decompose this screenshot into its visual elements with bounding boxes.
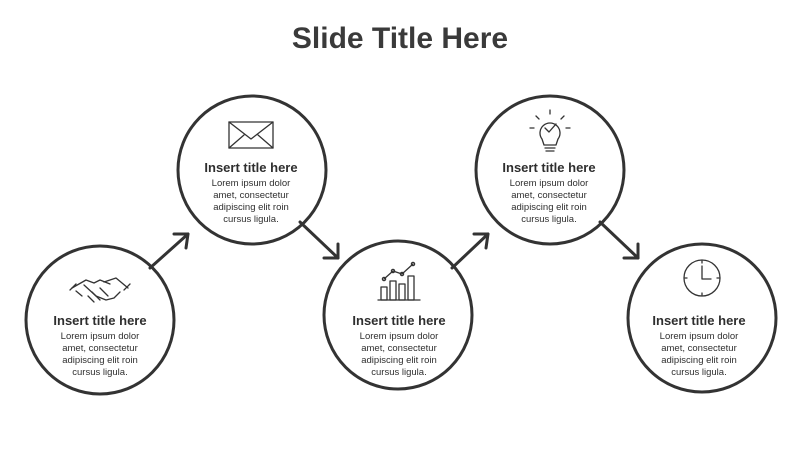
step-1-body-line: cursus ligula. (72, 367, 128, 378)
handshake-icon (69, 277, 131, 303)
step-4-body-line: cursus ligula. (521, 214, 577, 225)
step-3-ring (322, 239, 474, 391)
step-3-body-line: adipiscing elit roin (361, 355, 437, 366)
step-4-ring (474, 94, 626, 246)
slide-title: Slide Title Here (291, 22, 509, 55)
step-2-body: Lorem ipsum dolor amet, consectetur adip… (186, 178, 316, 226)
step-3-body-line: cursus ligula. (371, 367, 427, 378)
step-1: Insert title here Lorem ipsum dolor amet… (35, 313, 165, 379)
step-5: Insert title here Lorem ipsum dolor amet… (634, 313, 764, 379)
step-5-body-line: amet, consectetur (661, 343, 737, 354)
arrow-4-to-5 (598, 220, 640, 260)
step-1-title: Insert title here (53, 313, 147, 328)
lightbulb-icon (529, 109, 571, 152)
step-2: Insert title here Lorem ipsum dolor amet… (186, 160, 316, 226)
step-4-body-line: adipiscing elit roin (511, 202, 587, 213)
step-1-body-line: amet, consectetur (62, 343, 138, 354)
step-1-ring (24, 244, 176, 396)
step-2-body-line: cursus ligula. (223, 214, 279, 225)
step-2-ring (176, 94, 328, 246)
step-4-body: Lorem ipsum dolor amet, consectetur adip… (484, 178, 614, 226)
step-3-body: Lorem ipsum dolor amet, consectetur adip… (334, 331, 464, 379)
step-2-body-line: amet, consectetur (213, 190, 289, 201)
clock-icon (683, 259, 721, 297)
step-2-title: Insert title here (204, 160, 298, 175)
step-2-body-line: Lorem ipsum dolor (211, 178, 291, 189)
step-5-title: Insert title here (652, 313, 746, 328)
step-1-body-line: adipiscing elit roin (62, 355, 138, 366)
step-3-body-line: Lorem ipsum dolor (359, 331, 439, 342)
step-1-body-line: Lorem ipsum dolor (60, 331, 140, 342)
step-4: Insert title here Lorem ipsum dolor amet… (484, 160, 614, 226)
step-5-ring (626, 242, 778, 394)
step-1-body: Lorem ipsum dolor amet, consectetur adip… (35, 331, 165, 379)
arrow-3-to-4 (450, 232, 490, 270)
step-3-title: Insert title here (352, 313, 446, 328)
step-5-body: Lorem ipsum dolor amet, consectetur adip… (634, 331, 764, 379)
growth-chart-icon (377, 261, 421, 301)
step-4-title: Insert title here (502, 160, 596, 175)
step-5-body-line: cursus ligula. (671, 367, 727, 378)
arrow-2-to-3 (298, 220, 340, 260)
step-4-body-line: amet, consectetur (511, 190, 587, 201)
step-2-body-line: adipiscing elit roin (213, 202, 289, 213)
arrow-1-to-2 (148, 232, 190, 270)
step-5-body-line: adipiscing elit roin (661, 355, 737, 366)
step-3: Insert title here Lorem ipsum dolor amet… (334, 313, 464, 379)
step-5-body-line: Lorem ipsum dolor (659, 331, 739, 342)
envelope-icon (228, 121, 274, 149)
step-4-body-line: Lorem ipsum dolor (509, 178, 589, 189)
step-3-body-line: amet, consectetur (361, 343, 437, 354)
